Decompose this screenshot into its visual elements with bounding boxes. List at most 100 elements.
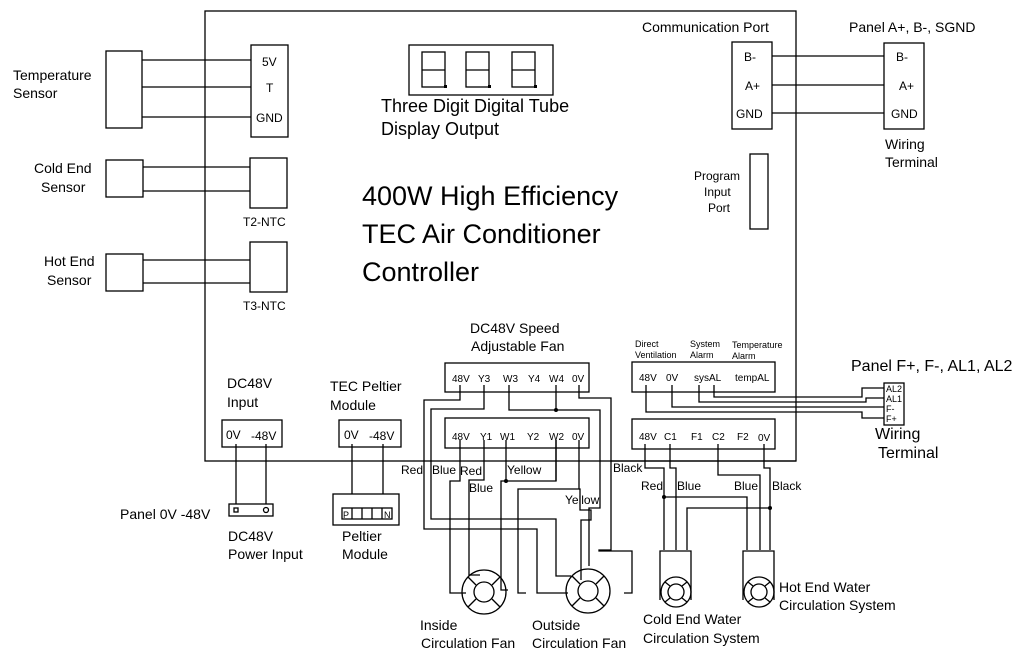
hot-end-sensor-label: Hot End <box>44 253 95 269</box>
title-line-2: TEC Air Conditioner <box>362 219 601 249</box>
cold-end-sensor: Cold End Sensor T2-NTC <box>34 157 288 229</box>
wire-label-red: Red <box>460 464 482 478</box>
panel-alarm-terminal: Panel F+, F-, AL1, AL2 AL2 AL1 F- F+ Wir… <box>851 358 1013 462</box>
hot-pump-label: Circulation System <box>779 597 896 613</box>
temperature-sensor-connector <box>250 44 289 138</box>
wiring-terminal-label: Terminal <box>885 154 938 170</box>
header-direct-ventilation: Direct <box>635 339 659 349</box>
pin-label: 48V <box>452 374 470 385</box>
communication-port-label: Communication Port <box>642 19 769 35</box>
pin-label: GND <box>891 107 918 121</box>
communication-port-connector <box>731 41 773 130</box>
outside-fan-label: Outside <box>532 617 580 633</box>
wire-label-red: Red <box>641 479 663 493</box>
program-port-label: Program <box>694 169 740 183</box>
pin-label: -48V <box>369 429 394 443</box>
cold-pump-label: Circulation System <box>643 630 760 646</box>
pin-label: Y3 <box>478 374 491 385</box>
hot-pump-label: Hot End Water <box>779 579 871 595</box>
tec-module-label: Module <box>330 397 376 413</box>
pin-label: W4 <box>549 374 564 385</box>
digit-1 <box>421 51 447 88</box>
wire-label-blue: Blue <box>734 479 758 493</box>
dc-input-connector <box>221 419 283 448</box>
fan-wiring: Red Blue Red Blue Yellow Yellow Black <box>401 385 643 594</box>
hot-end-sensor-box <box>105 253 144 292</box>
cold-end-sensor-label: Cold End <box>34 160 92 176</box>
hot-end-water-pump: Hot End Water Circulation System <box>742 550 896 613</box>
pin-label: A+ <box>745 79 760 93</box>
pump-block: 48V C1 F1 C2 F2 0V <box>631 418 776 450</box>
pin-label: F- <box>886 404 895 414</box>
digit-2 <box>465 51 491 88</box>
header-temperature-alarm: Alarm <box>732 351 756 361</box>
temperature-sensor-label: Temperature <box>13 67 92 83</box>
header-system-alarm: Alarm <box>690 350 714 360</box>
pin-label: W1 <box>500 432 515 443</box>
outside-fan-label: Circulation Fan <box>532 635 626 651</box>
pin-label: 0V <box>344 428 359 442</box>
pin-label: AL1 <box>886 394 902 404</box>
pin-label: 48V <box>639 373 657 384</box>
pin-label: F1 <box>691 432 703 443</box>
fan-icon <box>565 568 611 614</box>
digital-tube-display: Three Digit Digital Tube Display Output <box>381 44 569 139</box>
wire-label-blue: Blue <box>432 463 456 477</box>
temperature-sensor-box <box>105 50 143 129</box>
fan-block-label: DC48V Speed <box>470 320 560 336</box>
fan-icon <box>461 569 507 615</box>
program-port-label: Input <box>704 185 731 199</box>
pin-label: B- <box>744 50 756 64</box>
t3-ntc-label: T3-NTC <box>243 299 286 313</box>
pin-label: W2 <box>549 432 564 443</box>
controller-title: 400W High Efficiency TEC Air Conditioner… <box>362 181 619 287</box>
panel-comm-connector <box>883 42 925 130</box>
pin-label: 0V <box>226 428 241 442</box>
pin-label: Y4 <box>528 374 541 385</box>
pin-label: 48V <box>452 432 470 443</box>
display-label: Display Output <box>381 119 499 139</box>
tec-module-label: TEC Peltier <box>330 378 402 394</box>
pin-label: 5V <box>262 55 277 69</box>
pin-label: 0V <box>572 374 585 385</box>
panel-alarm-connector <box>883 382 905 426</box>
pump-icon <box>660 576 692 608</box>
peltier-label: Peltier <box>342 528 382 544</box>
panel-power-label: Panel 0V -48V <box>120 506 211 522</box>
pump-connector <box>631 418 776 450</box>
wire-label-yellow: Yellow <box>565 493 600 507</box>
t2-ntc-connector <box>249 157 288 209</box>
panel-alarm-label: Panel F+, F-, AL1, AL2 <box>851 358 1013 375</box>
pump-icon <box>743 576 775 608</box>
wiring-terminal-label: Wiring <box>875 426 920 443</box>
fan-top-connector <box>444 362 590 393</box>
temperature-sensor-label: Sensor <box>13 85 58 101</box>
pin-label: Y2 <box>527 432 540 443</box>
dc-input-label: Input <box>227 394 258 410</box>
hot-end-sensor: Hot End Sensor T3-NTC <box>44 241 288 313</box>
pin-label: C2 <box>712 432 725 443</box>
power-input-connector <box>228 503 274 517</box>
program-port-connector <box>749 153 769 230</box>
pin-label: C1 <box>664 432 677 443</box>
power-input-terminal: Panel 0V -48V DC48V Power Input <box>120 503 303 562</box>
wire-label-black: Black <box>772 479 802 493</box>
wire-label-yellow: Yellow <box>507 463 542 477</box>
panel-comm-terminal: Panel A+, B-, SGND B- A+ GND Wiring Term… <box>849 19 975 170</box>
power-input-label: DC48V <box>228 528 274 544</box>
pin-label: A+ <box>899 79 914 93</box>
alarm-block: Direct Ventilation System Alarm Temperat… <box>631 339 884 419</box>
digit-3 <box>511 51 537 88</box>
wiring-terminal-label: Wiring <box>885 136 925 152</box>
dc-input-label: DC48V <box>227 375 273 391</box>
wire-label-black: Black <box>613 461 643 475</box>
inside-fan-label: Circulation Fan <box>421 635 515 651</box>
wire-label-blue: Blue <box>677 479 701 493</box>
pin-label: -48V <box>251 429 276 443</box>
pin-label: 0V <box>758 433 771 444</box>
wiring-terminal-label: Terminal <box>878 445 938 462</box>
temperature-sensor: Temperature Sensor 5V T GND <box>13 44 289 138</box>
wire-label-blue: Blue <box>469 481 493 495</box>
program-port-label: Port <box>708 201 731 215</box>
